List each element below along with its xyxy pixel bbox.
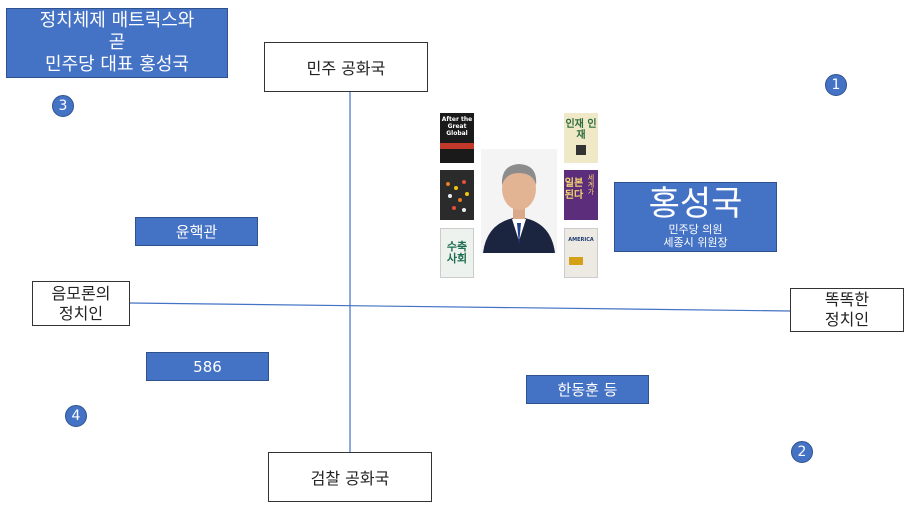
profile-position: 세종시 위원장 [663, 236, 728, 249]
person-portrait-icon [481, 149, 557, 253]
book-1-title: After the Great Global [441, 116, 473, 137]
item-yoon: 윤핵관 [135, 217, 258, 246]
quadrant-3-badge: 3 [52, 95, 74, 117]
title-line-1: 정치체제 매트릭스와 [39, 10, 195, 31]
axis-label-left: 음모론의 정치인 [32, 281, 130, 326]
axis-label-left-line-2: 정치인 [58, 303, 104, 323]
title-line-3: 민주당 대표 홍성국 [45, 54, 189, 75]
axis-label-left-line-1: 음모론의 [51, 283, 111, 303]
axis-label-right-line-2: 정치인 [824, 310, 870, 329]
profile-role: 민주당 의원 [668, 223, 723, 236]
axis-label-right: 똑똑한 정치인 [790, 288, 904, 332]
book-cover-after-the-great: After the Great Global [440, 113, 474, 163]
profile-box: 홍성국 민주당 의원 세종시 위원장 [614, 182, 777, 252]
title-box: 정치체제 매트릭스와 곧 민주당 대표 홍성국 [6, 8, 228, 78]
axis-label-top: 민주 공화국 [264, 42, 428, 92]
item-586: 586 [146, 352, 269, 381]
title-line-2: 곧 [108, 32, 126, 53]
book-6-title: AMERICA [568, 237, 594, 243]
item-han: 한동훈 등 [526, 375, 649, 404]
book-chart-dots-icon [446, 180, 469, 212]
book-4-side: 세계가 [587, 174, 595, 195]
axis-label-right-line-1: 똑똑한 [824, 290, 870, 309]
quadrant-1-badge: 1 [825, 74, 847, 96]
portrait-photo [481, 149, 557, 253]
axis-label-bottom: 검찰 공화국 [268, 452, 432, 502]
book-5-title: 수축 사회 [446, 240, 468, 265]
book-cover-america: AMERICA [564, 228, 598, 278]
quadrant-4-badge: 4 [65, 405, 87, 427]
book-cover-contraction-society: 수축 사회 [440, 228, 474, 278]
book-cover-talent: 인재 인재 [564, 113, 598, 163]
book-cover-chart [440, 170, 474, 220]
book-4-title: 일본된다 [564, 178, 584, 201]
book-cover-japanification: 세계가 일본된다 [564, 170, 598, 220]
book-2-title: 인재 인재 [565, 119, 597, 141]
quadrant-2-badge: 2 [791, 441, 813, 463]
profile-name: 홍성국 [648, 184, 743, 224]
horizontal-axis-line [129, 302, 791, 312]
